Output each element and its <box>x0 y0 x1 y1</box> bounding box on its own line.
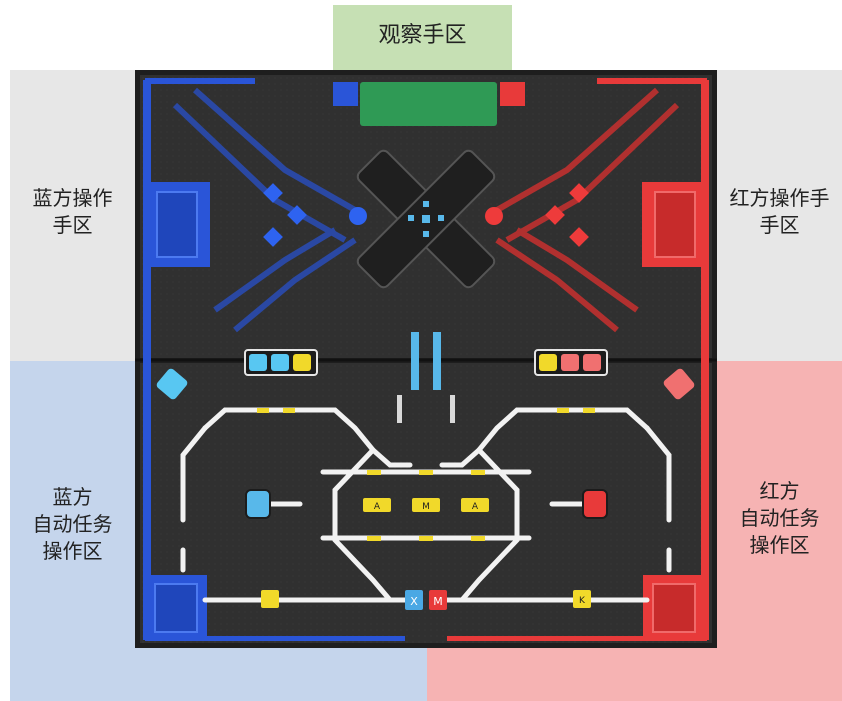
center-block-1: A <box>363 498 391 512</box>
green-box <box>360 82 497 126</box>
red-border-right <box>701 80 709 640</box>
red-auto-zone <box>717 361 842 701</box>
center-block-3: A <box>461 498 489 512</box>
blue-auto-zone-bottom <box>135 648 427 701</box>
red-auto-label: 红方 自动任务 操作区 <box>739 479 820 557</box>
red-robot <box>582 489 608 519</box>
blue-lower-base-inner <box>154 583 198 633</box>
center-block-2: M <box>412 498 440 512</box>
red-auto-zone-bottom <box>427 648 717 701</box>
blue-border-top <box>145 78 255 84</box>
center-post-right <box>433 332 441 390</box>
blue-corner-robot <box>156 368 188 400</box>
bottom-block-m-letter: M <box>433 595 443 608</box>
bottom-right-block-letter: K <box>579 596 586 606</box>
red-upper-base-inner <box>654 191 696 258</box>
observer-label: 观察手区 <box>378 23 467 48</box>
center-block-1-letter: A <box>374 502 381 512</box>
center-block-2-letter: M <box>422 502 430 512</box>
red-operator-label: 红方操作手 手区 <box>729 186 830 237</box>
red-border-bottom <box>447 636 707 641</box>
red-lower-base-inner <box>652 583 696 633</box>
blue-operator-zone <box>10 70 135 361</box>
red-border-top <box>597 78 707 84</box>
red-operator-zone <box>717 70 842 361</box>
blue-corner-tile <box>333 82 358 106</box>
bottom-right-block: K <box>573 590 591 608</box>
blue-auto-zone <box>10 361 135 701</box>
blue-auto-label: 蓝方 自动任务 操作区 <box>32 485 113 563</box>
red-cube-1 <box>539 354 557 371</box>
red-corner-tile <box>500 82 525 106</box>
competition-field: A M A X M K <box>135 70 717 648</box>
yellow-marks <box>257 408 595 541</box>
bottom-left-block <box>261 590 279 608</box>
blue-border-left <box>143 80 151 640</box>
blue-upper-base-inner <box>156 191 198 258</box>
observer-zone <box>333 5 512 70</box>
red-cube-3 <box>583 354 601 371</box>
center-gate-left <box>397 395 402 423</box>
bottom-block-m: M <box>429 590 447 610</box>
red-cube-2 <box>561 354 579 371</box>
blue-operator-label: 蓝方操作 手区 <box>32 186 113 237</box>
center-block-3-letter: A <box>472 502 479 512</box>
bottom-block-x: X <box>405 590 423 610</box>
blue-robot <box>245 489 271 519</box>
blue-cube-2 <box>271 354 289 371</box>
blue-diamonds <box>263 183 367 247</box>
center-gate-right <box>450 395 455 423</box>
blue-cube-3 <box>293 354 311 371</box>
center-post-left <box>411 332 419 390</box>
center-x <box>356 149 496 289</box>
blue-border-bottom <box>145 636 405 641</box>
blue-cube-1 <box>249 354 267 371</box>
red-corner-robot <box>663 368 695 400</box>
bottom-block-x-letter: X <box>410 595 418 608</box>
